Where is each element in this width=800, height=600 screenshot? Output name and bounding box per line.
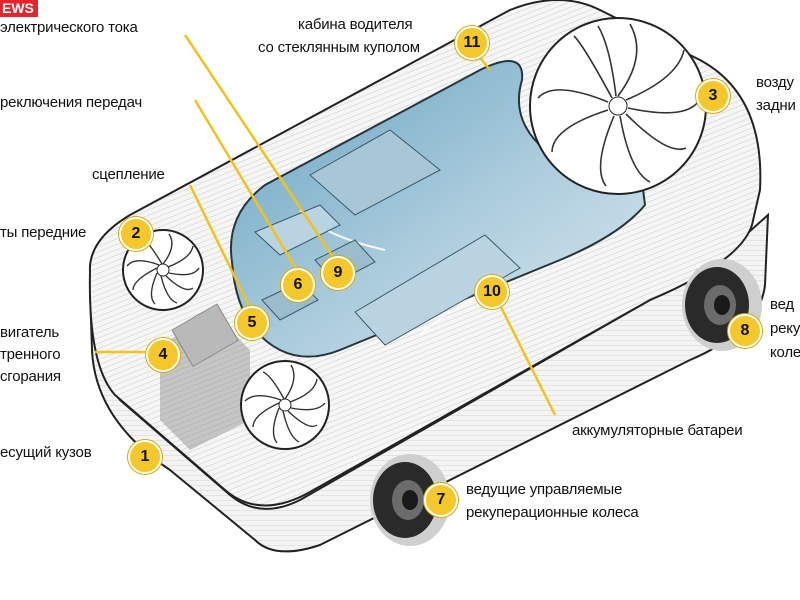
battery-panel-rear [354, 234, 521, 346]
dome-highlight-2 [419, 289, 521, 336]
front-wheel [370, 454, 450, 546]
label-engine-2: тренного [0, 346, 61, 363]
badge-10: 10 [475, 275, 509, 309]
logo: EWS [0, 0, 38, 17]
badge-11: 11 [455, 26, 489, 60]
badge-8: 8 [728, 314, 762, 348]
label-batteries: аккумуляторные батареи [572, 422, 743, 439]
badge-7: 7 [424, 483, 458, 517]
label-engine-1: вигатель [0, 324, 60, 341]
rear-fan [529, 17, 707, 195]
front-left-fan [122, 229, 204, 311]
label-clutch: сцепление [92, 166, 165, 183]
badge-2: 2 [119, 217, 153, 251]
label-front-wheels-1: ведущие управляемые [466, 481, 623, 498]
label-rear-air-2: задни [756, 97, 796, 114]
label-rear-air-1: возду [756, 74, 794, 91]
badge-5: 5 [235, 306, 269, 340]
label-rear-wheels-3: коле [770, 344, 800, 361]
engine-top [171, 303, 239, 368]
label-cabin-1: кабина водителя [298, 16, 413, 33]
label-current: электрического тока [0, 19, 138, 36]
badge-4: 4 [146, 338, 180, 372]
badge-6: 6 [281, 268, 315, 302]
label-rear-wheels-2: рекуп [770, 320, 800, 337]
label-engine-3: сгорания [0, 368, 61, 385]
label-front-wheels-2: рекуперационные колеса [466, 504, 639, 521]
label-gear: реключения передач [0, 94, 142, 111]
badge-9: 9 [321, 256, 355, 290]
label-body: есущий кузов [0, 444, 92, 461]
badge-3: 3 [696, 79, 730, 113]
battery-panel-mid [254, 204, 341, 256]
battery-panel-front [309, 129, 441, 216]
badge-1: 1 [128, 440, 162, 474]
label-rear-wheels-1: вед [770, 296, 794, 313]
front-right-fan [240, 360, 330, 450]
label-cabin-2: со стеклянным куполом [258, 39, 420, 56]
label-front-fans: ты передние [0, 224, 87, 241]
